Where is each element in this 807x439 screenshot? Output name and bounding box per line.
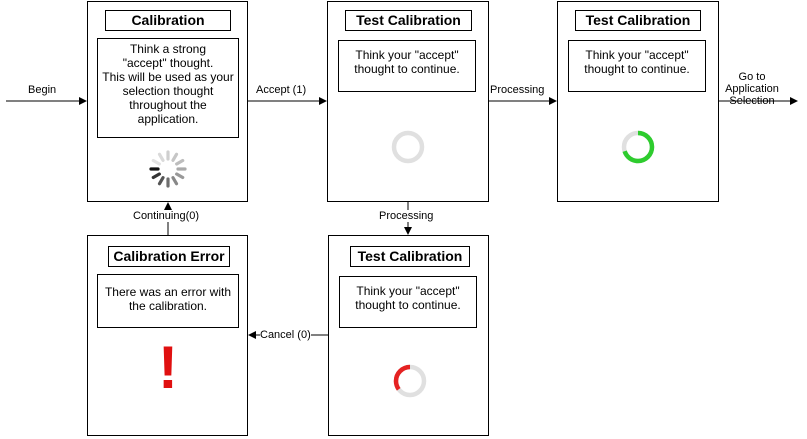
screen-title: Calibration [105,10,231,31]
screen-title: Calibration Error [108,246,230,267]
processing-right-label: Processing [490,84,545,96]
progress-ring-fill [393,364,427,398]
progress-ring-green [621,130,655,164]
screen-message: Think your "accept" thought to continue. [339,276,477,328]
accept-label: Accept (1) [256,84,307,96]
test-calibration-failing-screen: Test Calibration Think your "accept" tho… [328,235,489,436]
test-calibration-idle-screen: Test Calibration Think your "accept" tho… [327,1,489,202]
processing-down-label: Processing [379,210,434,222]
screen-title: Test Calibration [575,10,701,31]
go-to-app-label: Go to Application Selection [725,71,779,107]
test-calibration-success-screen: Test Calibration Think your "accept" tho… [557,1,719,202]
screen-message: Think your "accept" thought to continue. [568,40,706,92]
cancel-label: Cancel (0) [260,329,311,341]
exclamation-icon: ! [158,334,178,401]
progress-ring-empty [391,130,425,164]
screen-title: Test Calibration [345,10,472,31]
spinner-icon [149,150,187,188]
progress-ring-fill [621,130,655,164]
begin-label: Begin [28,84,57,96]
calibration-error-screen: Calibration Error There was an error wit… [87,235,248,436]
screen-message: Think a strong "accept" thought. This wi… [97,38,239,138]
continuing-label: Continuing(0) [133,210,200,222]
calibration-screen: Calibration Think a strong "accept" thou… [87,1,248,202]
screen-message: Think your "accept" thought to continue. [338,40,476,92]
progress-ring-red [393,364,427,398]
screen-message: There was an error with the calibration. [97,274,239,328]
screen-title: Test Calibration [350,246,470,267]
